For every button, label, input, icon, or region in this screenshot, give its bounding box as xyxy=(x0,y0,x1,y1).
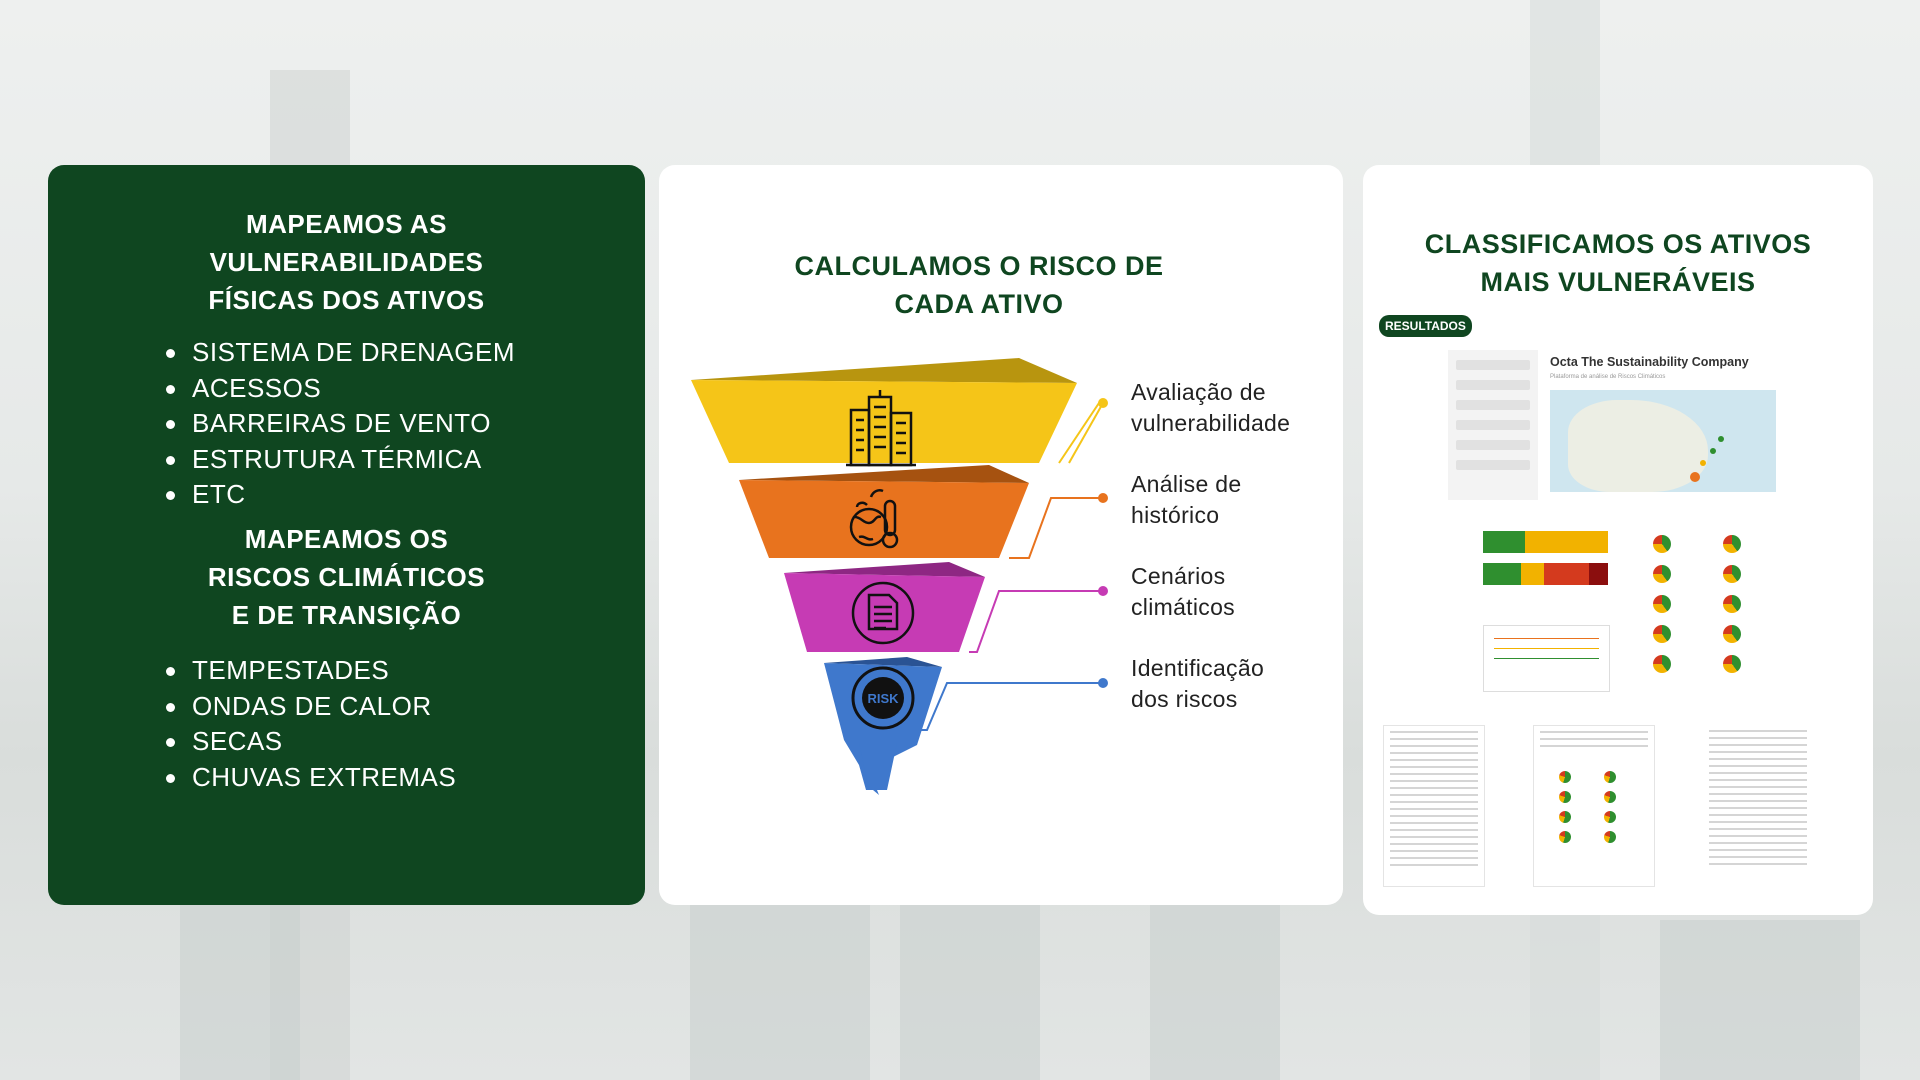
vulnerabilities-list: SISTEMA DE DRENAGEM ACESSOS BARREIRAS DE… xyxy=(144,335,515,513)
risk-bar-chart xyxy=(1483,525,1608,600)
classification-panel: CLASSIFICAMOS OS ATIVOS MAIS VULNERÁVEIS… xyxy=(1363,165,1873,915)
vulnerabilities-heading: MAPEAMOS AS VULNERABILIDADES FÍSICAS DOS… xyxy=(208,209,485,315)
results-badge: RESULTADOS xyxy=(1379,315,1472,337)
risk-calculation-panel: CALCULAMOS O RISCO DE CADA ATIVO xyxy=(659,165,1343,905)
risk-pie-grid xyxy=(1633,525,1808,695)
funnel-step-vulnerability xyxy=(691,358,1108,467)
risk-calculation-heading: CALCULAMOS O RISCO DE CADA ATIVO xyxy=(794,251,1164,319)
earth-thermometer-icon xyxy=(849,489,899,549)
climate-risks-heading: MAPEAMOS OS RISCOS CLIMÁTICOS E DE TRANS… xyxy=(207,524,486,630)
step-label-history: Análise de histórico xyxy=(1131,471,1242,528)
step-label-scenarios: Cenários climáticos xyxy=(1131,563,1235,620)
funnel-step-history xyxy=(739,465,1108,559)
dashboard-subtitle: Plataforma de análise de Riscos Climátic… xyxy=(1550,374,1666,380)
risk-line-plot xyxy=(1483,625,1610,692)
dashboard-map xyxy=(1550,390,1776,492)
classification-heading: CLASSIFICAMOS OS ATIVOS MAIS VULNERÁVEIS xyxy=(1424,229,1812,297)
risk-funnel: RISK xyxy=(691,358,1108,795)
funnel-step-scenarios xyxy=(784,562,1108,653)
list-item: TEMPESTADES xyxy=(144,653,456,689)
list-item: ONDAS DE CALOR xyxy=(144,689,456,725)
funnel-step-risk-identification: RISK xyxy=(824,657,1108,795)
list-item: BARREIRAS DE VENTO xyxy=(144,406,515,442)
list-item: ACESSOS xyxy=(144,371,515,407)
report-page-1 xyxy=(1383,725,1485,887)
buildings-icon xyxy=(846,390,916,467)
step-label-risk-identification: Identificação dos riscos xyxy=(1131,655,1265,712)
list-item: ETC xyxy=(144,477,515,513)
step-label-vulnerability: Avaliação de vulnerabilidade xyxy=(1131,379,1291,436)
risk-icon: RISK xyxy=(851,666,915,730)
dashboard-title: Octa The Sustainability Company xyxy=(1550,355,1749,369)
report-page-3 xyxy=(1703,725,1813,885)
climate-risks-list: TEMPESTADES ONDAS DE CALOR SECAS CHUVAS … xyxy=(144,653,456,795)
dashboard-sidebar xyxy=(1448,350,1538,500)
document-icon xyxy=(851,581,915,645)
list-item: SECAS xyxy=(144,724,456,760)
list-item: CHUVAS EXTREMAS xyxy=(144,760,456,796)
dashboard-screenshot: Octa The Sustainability Company Platafor… xyxy=(1448,350,1808,770)
list-item: ESTRUTURA TÉRMICA xyxy=(144,442,515,478)
vulnerabilities-panel: MAPEAMOS AS VULNERABILIDADES FÍSICAS DOS… xyxy=(48,165,645,905)
report-page-2 xyxy=(1533,725,1655,887)
risk-icon-text: RISK xyxy=(867,691,899,706)
list-item: SISTEMA DE DRENAGEM xyxy=(144,335,515,371)
